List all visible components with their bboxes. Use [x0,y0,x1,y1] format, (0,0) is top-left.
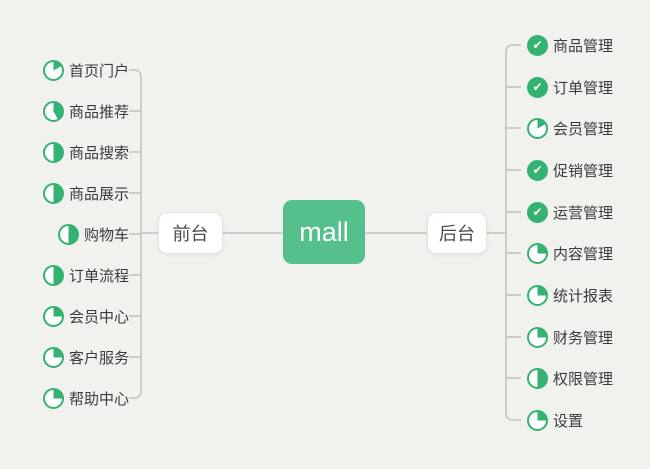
node-help-center[interactable]: 帮助中心 [42,387,129,409]
node-label: 订单流程 [68,267,129,285]
node-statistics-report[interactable]: 统计报表 [527,284,613,306]
node-content-mgmt[interactable]: 内容管理 [527,242,613,264]
node-label: 财务管理 [553,329,614,347]
progress-pie-icon [42,264,64,286]
progress-pie-icon [527,284,548,306]
progress-pie-icon [42,305,64,327]
node-label: 商品推荐 [68,103,129,121]
node-promotion-mgmt[interactable]: 促销管理 [527,159,613,181]
node-label: 会员中心 [68,308,129,326]
node-label: 会员管理 [553,120,614,138]
node-permission-mgmt[interactable]: 权限管理 [527,367,613,389]
check-circle-icon [527,159,548,181]
progress-pie-icon [42,100,64,122]
node-member-mgmt[interactable]: 会员管理 [527,117,613,139]
node-product-mgmt[interactable]: 商品管理 [527,34,613,56]
progress-pie-icon [57,223,79,245]
node-label: 商品搜索 [68,144,129,162]
progress-pie-icon [42,387,64,409]
node-label: 运营管理 [553,204,614,222]
branch-node-backend[interactable]: 后台 [427,212,487,254]
check-circle-icon [527,201,548,223]
node-label: 商品管理 [553,37,614,55]
branch-node-frontend[interactable]: 前台 [158,212,223,254]
node-order-flow[interactable]: 订单流程 [42,264,129,286]
node-label: 购物车 [83,226,129,244]
node-home-portal[interactable]: 首页门户 [42,59,129,81]
node-product-display[interactable]: 商品展示 [42,182,129,204]
node-label: 商品展示 [68,185,129,203]
node-settings[interactable]: 设置 [527,409,583,431]
progress-pie-icon [42,59,64,81]
progress-pie-icon [527,117,548,139]
node-label: 权限管理 [553,370,614,388]
node-label: 订单管理 [553,79,614,97]
node-label: 设置 [553,412,584,430]
check-circle-icon [527,34,548,56]
node-label: 帮助中心 [68,390,129,408]
progress-pie-icon [42,141,64,163]
node-label: 促销管理 [553,162,614,180]
node-member-center[interactable]: 会员中心 [42,305,129,327]
node-order-mgmt[interactable]: 订单管理 [527,76,613,98]
progress-pie-icon [527,242,548,264]
node-finance-mgmt[interactable]: 财务管理 [527,326,613,348]
progress-pie-icon [527,409,548,431]
progress-pie-icon [527,367,548,389]
node-customer-service[interactable]: 客户服务 [42,346,129,368]
node-label: 首页门户 [68,62,129,80]
node-operation-mgmt[interactable]: 运营管理 [527,201,613,223]
node-label: 客户服务 [68,349,129,367]
root-node-mall[interactable]: mall [283,200,365,264]
node-product-recommend[interactable]: 商品推荐 [42,100,129,122]
progress-pie-icon [42,182,64,204]
node-label: 内容管理 [553,245,614,263]
node-product-search[interactable]: 商品搜索 [42,141,129,163]
progress-pie-icon [42,346,64,368]
check-circle-icon [527,76,548,98]
node-shopping-cart[interactable]: 购物车 [57,223,129,245]
progress-pie-icon [527,326,548,348]
node-label: 统计报表 [553,287,614,305]
